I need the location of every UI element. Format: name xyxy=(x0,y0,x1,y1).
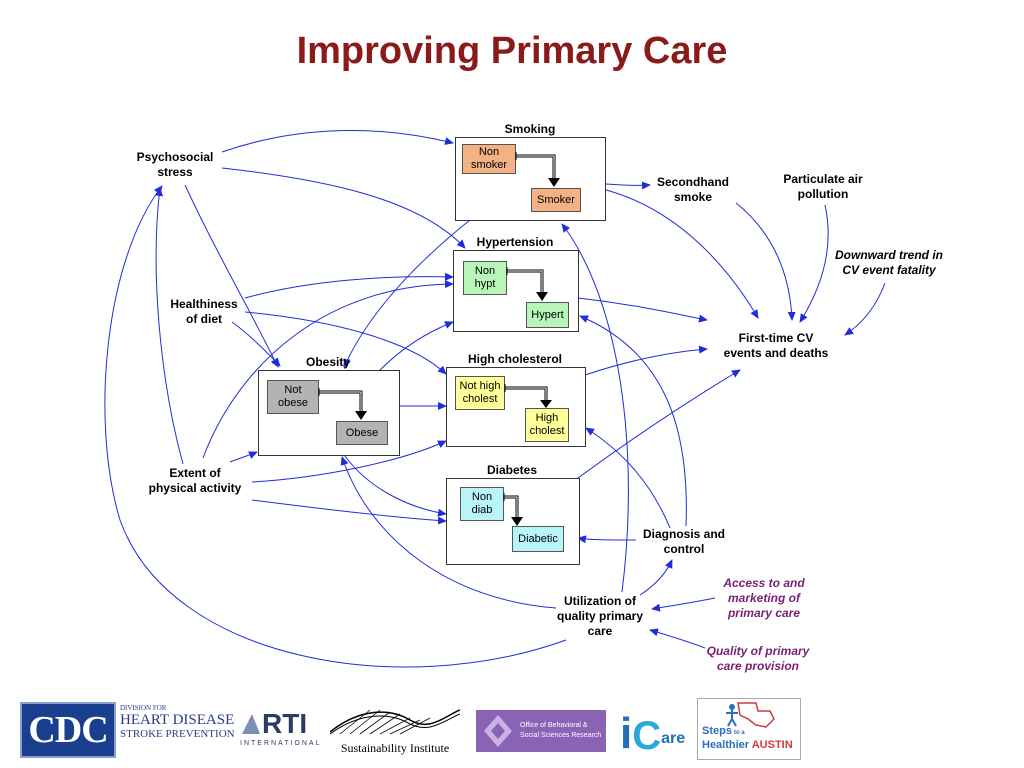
obssr-logo-text: Office of Behavioral & Social Sciences R… xyxy=(520,722,602,739)
label-extent-of-physical-activity: Extent of physical activity xyxy=(148,466,242,495)
hypertension-title: Hypertension xyxy=(476,235,554,249)
rti-logo: RTI INTERNATIONAL xyxy=(240,708,326,752)
arrow-quality-utilization xyxy=(649,628,706,649)
icare-logo-rest: are xyxy=(661,730,686,747)
arrow-cholesterol-firsttime xyxy=(584,345,708,376)
smoker-state: Smoker xyxy=(531,188,581,212)
arrow-diagnosis-diabetes xyxy=(577,535,637,544)
sustainability-institute-logo: Sustainability Institute xyxy=(329,706,461,755)
arrow-obesity-hypertension xyxy=(379,321,454,371)
cholesterol-box: Not high cholest High cholest xyxy=(446,367,586,447)
obesity-title: Obesity xyxy=(305,355,350,369)
arrow-downward-firsttime xyxy=(844,282,886,336)
cholesterol-title: High cholesterol xyxy=(467,352,562,366)
rti-leaf-icon xyxy=(242,714,260,734)
transition-arrow xyxy=(503,493,523,526)
label-first-time-cv-events: First-time CV events and deaths xyxy=(723,331,829,360)
arrow-stress-obesity xyxy=(184,184,279,368)
arrow-stress-hypertension xyxy=(221,167,466,249)
arrow-utilization-diagnosis xyxy=(639,559,673,596)
steps-logo-to: to a xyxy=(733,730,745,736)
obesity-box: Not obese Obese xyxy=(258,370,400,456)
transition-arrow xyxy=(504,384,552,408)
non-diab-state: Non diab xyxy=(460,487,504,521)
arrow-smoking-secondhand xyxy=(605,181,651,190)
arrow-secondhand-firsttime xyxy=(735,202,796,321)
rti-logo-sub: INTERNATIONAL xyxy=(240,740,322,747)
steps-logo-text: Steps xyxy=(702,725,732,737)
transition-arrow xyxy=(515,152,560,187)
arrow-access-utilization xyxy=(651,597,716,612)
arrow-smoking-obesity xyxy=(343,219,471,368)
hdsp-logo-top: DIVISION FOR xyxy=(120,704,167,712)
arrow-activity-obesity xyxy=(229,451,258,463)
transition-arrow xyxy=(318,388,367,420)
healthier-logo-text: Healthier xyxy=(702,739,750,751)
hdsp-logo: DIVISION FOR HEART DISEASE STROKE PREVEN… xyxy=(120,704,240,754)
arrow-activity-stress xyxy=(155,187,184,465)
arrow-utilization-obesity xyxy=(340,456,557,609)
sustainability-institute-text: Sustainability Institute xyxy=(340,741,450,755)
obssr-diamond-icon xyxy=(484,715,512,747)
rti-logo-text: RTI xyxy=(262,708,308,739)
label-healthiness-of-diet: Healthiness of diet xyxy=(170,297,238,326)
arrow-diet-hypertension xyxy=(244,272,454,299)
icare-logo-c: C xyxy=(632,714,662,758)
hdsp-logo-line1: HEART DISEASE xyxy=(120,712,235,728)
diabetes-box: Non diab Diabetic xyxy=(446,478,580,565)
arrow-diagnosis-hypertension xyxy=(579,315,687,527)
icare-logo: i C are xyxy=(620,700,686,758)
smoking-box: Non smoker Smoker xyxy=(455,137,606,221)
arrow-utilization-smoking xyxy=(561,223,629,593)
cdc-logo-text: CDC xyxy=(28,709,108,751)
arrow-utilization-stress xyxy=(104,185,567,668)
cdc-logo: CDC xyxy=(20,702,116,758)
arrow-activity-hypertension xyxy=(202,280,454,459)
arrow-stress-smoking xyxy=(221,129,454,153)
logo-footer: CDC DIVISION FOR HEART DISEASE STROKE PR… xyxy=(0,690,1024,768)
causal-arrows xyxy=(104,129,886,668)
austin-logo-text: AUSTIN xyxy=(751,739,793,751)
transition-arrow xyxy=(506,267,548,301)
arrow-diabetes-firsttime xyxy=(577,369,741,479)
icare-logo-i: i xyxy=(620,709,633,758)
label-psychosocial-stress: Psychosocial stress xyxy=(136,150,214,179)
smoking-title: Smoking xyxy=(504,122,556,136)
non-hypt-state: Non hypt xyxy=(463,261,507,295)
obese-state: Obese xyxy=(336,421,388,445)
arrow-diet-obesity xyxy=(231,321,281,367)
label-downward-trend: Downward trend in CV event fatality xyxy=(835,248,943,277)
arrow-smoking-firsttime xyxy=(605,189,759,319)
label-utilization-of-primary-care: Utilization of quality primary care xyxy=(556,594,644,638)
texas-figure-icon xyxy=(726,702,775,728)
sustainability-waves-icon xyxy=(329,709,461,735)
hypert-state: Hypert xyxy=(526,302,569,328)
arrow-particulate-firsttime xyxy=(799,204,829,323)
arrow-activity-cholesterol xyxy=(251,440,447,483)
hdsp-logo-line2: STROKE PREVENTION xyxy=(120,728,235,740)
high-cholest-state: High cholest xyxy=(525,408,569,442)
non-smoker-state: Non smoker xyxy=(462,144,516,174)
diabetic-state: Diabetic xyxy=(512,526,564,552)
arrow-obesity-diabetes xyxy=(344,455,447,517)
arrow-activity-diabetes xyxy=(251,499,447,525)
label-particulate-air-pollution: Particulate air pollution xyxy=(783,172,863,201)
not-high-cholest-state: Not high cholest xyxy=(455,376,505,410)
label-access-to-primary-care: Access to and marketing of primary care xyxy=(723,576,805,620)
obssr-logo: Office of Behavioral & Social Sciences R… xyxy=(476,710,606,752)
arrow-diagnosis-cholesterol xyxy=(585,427,671,529)
arrow-diet-cholesterol xyxy=(244,311,447,375)
hypertension-box: Non hypt Hypert xyxy=(453,250,579,332)
page-title: Improving Primary Care xyxy=(296,30,728,72)
arrow-hypertension-firsttime xyxy=(577,297,708,323)
label-quality-of-primary-care: Quality of primary care provision xyxy=(706,644,810,673)
not-obese-state: Not obese xyxy=(267,380,319,414)
label-secondhand-smoke: Secondhand smoke xyxy=(656,175,729,204)
label-diagnosis-and-control: Diagnosis and control xyxy=(642,527,725,556)
diabetes-title: Diabetes xyxy=(486,463,538,477)
